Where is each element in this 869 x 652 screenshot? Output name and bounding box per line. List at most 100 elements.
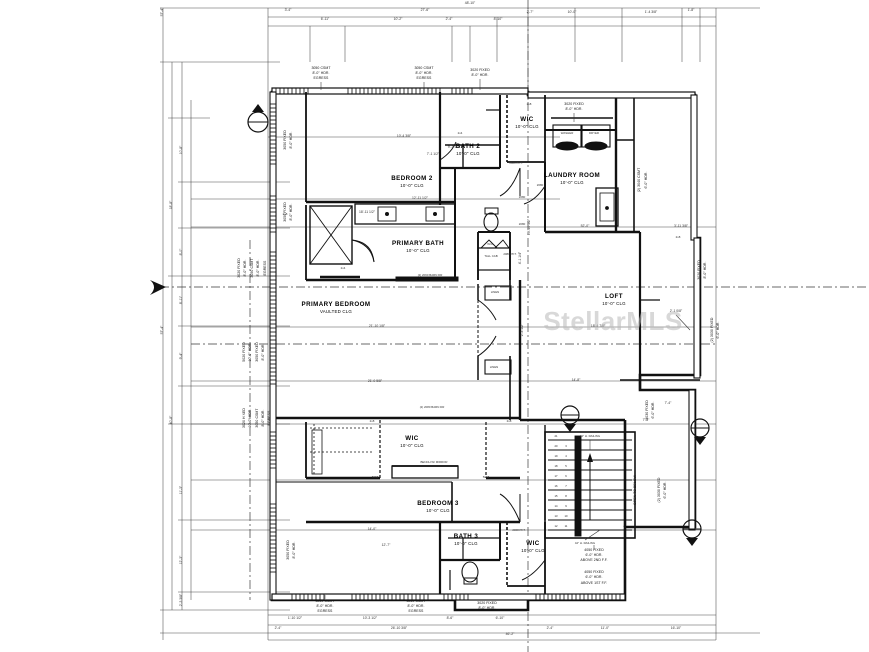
vertical-callout-22: (2) 3030 FIXED	[710, 317, 714, 342]
room-ceiling-primary_bath: 10'-0" CLG	[406, 248, 430, 253]
room-name-bath3: BATH 3	[454, 533, 479, 540]
window-callout-4: 8'-0" HDR.	[416, 71, 433, 75]
dim-inner-16: 4'-1 1/4"	[518, 251, 522, 264]
section-markers	[150, 104, 710, 546]
window-callout-15: EGRESS	[409, 609, 425, 613]
window-callout-5: EGRESS	[417, 76, 433, 80]
annotation-6: 2080 PKT.	[503, 252, 517, 256]
annotation-0: (2) 2060 BARN DR	[418, 273, 443, 277]
dim-top-5: 8'-10"	[494, 17, 503, 21]
window-callout-6: 3020 FIXED	[470, 68, 490, 72]
vertical-callout-24: 3030 FIXED	[645, 400, 649, 420]
dim-inner-2: 10'-4 3/8"	[397, 134, 412, 138]
room-ceiling-bedroom2: 10'-0" CLG	[400, 183, 424, 188]
dim-bottom-8: 11'-0"	[601, 626, 610, 630]
window-callout-14: 8'-0" HDR.	[408, 604, 425, 608]
dim-left-8: 11'-3"	[179, 485, 183, 494]
dim-inner-12: 7'-8"	[643, 418, 651, 422]
vertical-callout-18: 3050 FIXED	[286, 540, 290, 560]
fixture-label-7: 2x8	[370, 419, 375, 423]
room-ceiling-bath3: 10'-0" CLG	[454, 541, 478, 546]
room-ceiling-loft: 10'-0" CLG	[602, 301, 626, 306]
svg-text:15: 15	[555, 494, 558, 498]
dim-top-4: 2'-4"	[446, 17, 454, 21]
vertical-callout-15: 8'-0" HDR.	[289, 132, 293, 149]
dim-bottom-1: 1'-10 1/2"	[288, 616, 303, 620]
dim-left-5: 8'-11"	[179, 295, 183, 304]
vertical-callout-8: 8'-0" HDR.	[261, 344, 265, 361]
window-callout-18: 4050 FIXED	[584, 548, 604, 552]
svg-text:12: 12	[555, 524, 558, 528]
svg-text:20: 20	[555, 444, 558, 448]
svg-text:14: 14	[555, 504, 558, 508]
svg-text:19: 19	[555, 454, 558, 458]
svg-text:3: 3	[565, 444, 567, 448]
window-callout-10: 3050 CSMT	[315, 599, 335, 603]
dim-bottom-6: 46'-2"	[506, 632, 515, 636]
room-name-primary_bedroom: PRIMARY BEDROOM	[302, 301, 371, 308]
dim-top-10: 48'-10"	[465, 1, 476, 5]
fixture-label-10: 2x8	[527, 102, 532, 106]
dim-inner-0: 12'-11 1/2"	[412, 196, 429, 200]
window-callout-23: ABOVE 1ST F.F.	[581, 581, 608, 585]
dim-left-0: 57'-4"	[160, 7, 164, 16]
annotation-2: 42" H. RAILING	[580, 434, 601, 438]
dim-inner-17: 7'-1 1/2"	[427, 152, 440, 156]
leader-lines	[320, 79, 691, 599]
fixture-label-6: BENCH W/ MIRROR	[421, 460, 448, 464]
room-name-wic_bath3: WIC	[526, 540, 539, 547]
vertical-callout-17: 8'-0" HDR.	[289, 204, 293, 221]
vertical-callout-23: 6'-0" HDR.	[716, 322, 720, 339]
room-ceiling-wic_bath3: 10'-0" CLG	[521, 548, 545, 553]
dim-inner-14: 12'-7"	[382, 543, 391, 547]
dim-inner-13: 14'-0"	[368, 527, 377, 531]
dim-left-4: 57'-4"	[160, 325, 164, 334]
dim-top-6: 2'-7"	[527, 10, 535, 14]
fixture-label-3: TALL CAB	[484, 254, 497, 258]
vertical-callout-14: 3050 FIXED	[283, 130, 287, 150]
dim-bottom-0: 2'-4"	[275, 626, 283, 630]
dim-top-7: 10'-0"	[568, 10, 577, 14]
annotation-7: 2680	[519, 195, 526, 199]
dim-left-1: 10'-8"	[179, 145, 183, 154]
room-name-loft: LOFT	[605, 293, 623, 300]
staircase	[548, 435, 632, 537]
dim-inner-1: 18'-11 1/2"	[359, 210, 376, 214]
svg-text:4: 4	[565, 454, 567, 458]
dim-bottom-3: 8'-6"	[447, 616, 455, 620]
dim-inner-4: 21'-0 5/8"	[368, 379, 383, 383]
room-ceiling-bedroom3: 10'-0" CLG	[426, 508, 450, 513]
room-ceiling-primary_bedroom: VAULTED CLG	[320, 309, 352, 314]
room-ceiling-wic_primary: 10'-0" CLG	[400, 443, 424, 448]
vertical-callout-29: 3020 FIXED	[697, 260, 701, 280]
fixture-label-8: 2x8	[507, 419, 512, 423]
room-name-wic_primary: WIC	[405, 435, 418, 442]
vertical-callout-28: OPEN TO BELOW	[633, 474, 637, 505]
dim-inner-3: 21'-10 1/8"	[369, 324, 386, 328]
vertical-callout-2: 3050 CSMT	[250, 258, 254, 278]
fixture-label-2: W/C	[487, 242, 493, 246]
svg-text:11: 11	[565, 524, 568, 528]
room-ceiling-laundry: 10'-0" CLG	[560, 180, 584, 185]
dim-top-9: 1'-8"	[688, 8, 696, 12]
vertical-callout-21: 6'-0" HDR.	[644, 172, 648, 189]
annotation-1: (2) 2080 BARN DR	[420, 405, 445, 409]
window-callout-12: EGRESS	[318, 609, 334, 613]
dim-inner-10: 14'-8"	[572, 378, 581, 382]
window-callout-21: 4050 FIXED	[584, 570, 604, 574]
centerlines	[160, 0, 869, 652]
dimension-top-group: 3'-4"6'-11"10'-2"27'-6"2'-4"8'-10"2'-7"1…	[285, 1, 696, 21]
window-callout-16: 3020 FIXED	[477, 601, 497, 605]
dim-left-9: 12'-3"	[179, 555, 183, 564]
dim-inner-15: 2'-3 1/2"	[520, 323, 524, 336]
vertical-callout-1: 8'-0" HDR.	[243, 260, 247, 277]
annotation-13: 5068	[483, 475, 490, 479]
fixture-label-11: 2x8	[676, 235, 681, 239]
room-name-wic_bath2: WIC	[520, 116, 533, 123]
fixture-label-9: 2x8	[283, 212, 288, 216]
